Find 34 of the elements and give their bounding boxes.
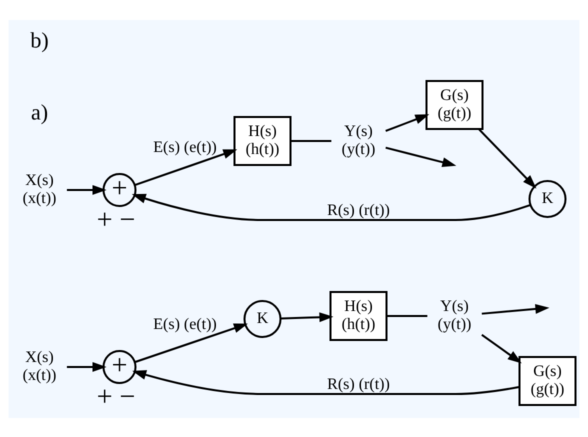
node-box: H(s) (h(t)) xyxy=(330,290,388,340)
connector xyxy=(386,314,428,316)
arrow xyxy=(280,312,334,322)
edge-label: R(s) (r(t)) xyxy=(327,201,390,218)
node-label: + − xyxy=(96,380,136,412)
edge-label: E(s) (e(t)) xyxy=(153,315,217,332)
arrow xyxy=(482,304,550,314)
node-circle: K xyxy=(244,300,282,338)
node-text: Y(s) (y(t)) xyxy=(342,122,376,158)
arrow xyxy=(132,370,520,394)
arrow xyxy=(134,323,248,363)
arrow xyxy=(385,114,430,132)
arrow xyxy=(132,193,531,220)
node-box: G(s) (g(t)) xyxy=(426,80,484,130)
node-circle: K xyxy=(528,180,566,218)
edge-label: R(s) (r(t)) xyxy=(327,375,390,392)
node-circle: + xyxy=(102,350,136,384)
node-box: G(s) (g(t)) xyxy=(518,356,576,406)
arrow xyxy=(481,333,522,363)
arrow xyxy=(66,184,107,194)
arrow xyxy=(134,148,238,186)
arrow xyxy=(385,146,456,166)
node-box: H(s) (h(t)) xyxy=(234,116,292,166)
node-text: X(s) (x(t)) xyxy=(22,171,56,206)
label: b) xyxy=(30,27,49,52)
edge-label: E(s) (e(t)) xyxy=(153,138,217,156)
node-label: + − xyxy=(96,204,136,235)
label: a) xyxy=(30,99,48,124)
connector xyxy=(290,140,332,142)
node-text: Y(s) (y(t)) xyxy=(438,297,472,332)
arrow xyxy=(478,128,536,188)
node-circle: + xyxy=(102,172,136,206)
node-text: X(s) (x(t)) xyxy=(22,348,56,384)
arrow xyxy=(66,362,107,372)
